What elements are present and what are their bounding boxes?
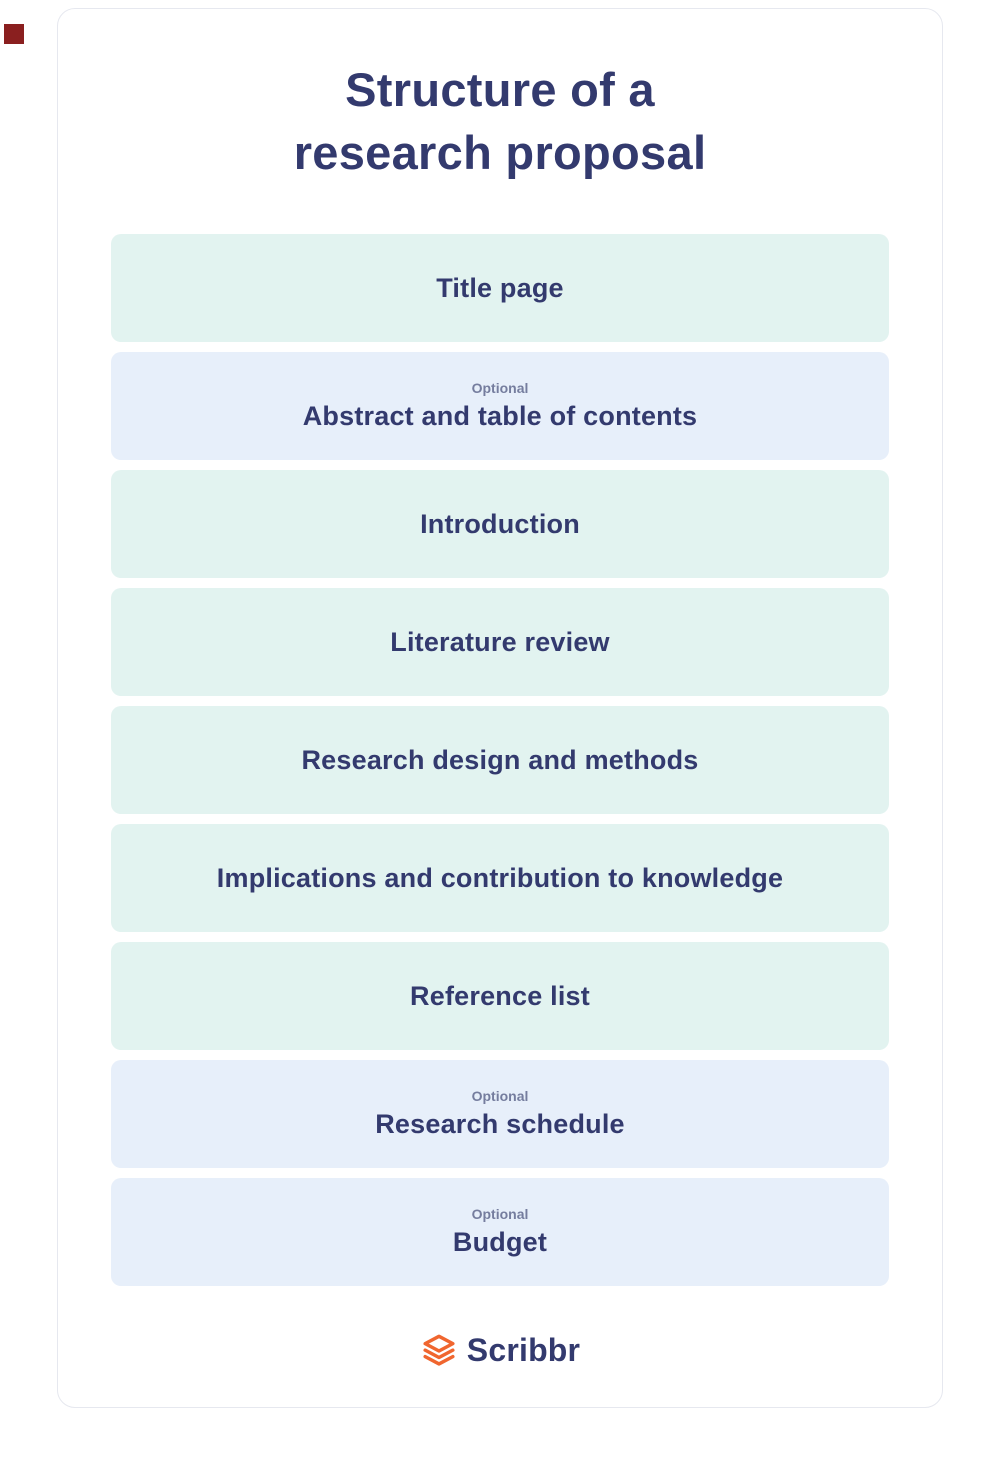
section-list: Title page Optional Abstract and table o…	[111, 234, 889, 1286]
section-research-schedule: Optional Research schedule	[111, 1060, 889, 1168]
section-reference-list: Reference list	[111, 942, 889, 1050]
section-literature-review: Literature review	[111, 588, 889, 696]
section-label: Research design and methods	[301, 744, 699, 775]
footer-brand: Scribbr	[58, 1332, 942, 1369]
section-label: Literature review	[390, 626, 610, 657]
section-title-page: Title page	[111, 234, 889, 342]
section-label: Budget	[452, 1227, 548, 1257]
section-introduction: Introduction	[111, 470, 889, 578]
scribbr-logo-icon	[420, 1333, 458, 1369]
infographic-card: Structure of a research proposal Title p…	[57, 8, 943, 1408]
section-label: Reference list	[410, 980, 590, 1011]
page-title-line2: research proposal	[293, 125, 707, 179]
section-implications: Implications and contribution to knowled…	[111, 824, 889, 932]
section-abstract-toc: Optional Abstract and table of contents	[111, 352, 889, 460]
corner-mark	[4, 24, 24, 44]
section-label: Research schedule	[375, 1109, 625, 1139]
section-research-design: Research design and methods	[111, 706, 889, 814]
section-label: Implications and contribution to knowled…	[216, 862, 784, 893]
optional-tag: Optional	[471, 1206, 529, 1222]
page-title: Structure of a research proposal	[58, 59, 942, 184]
optional-tag: Optional	[471, 380, 529, 396]
brand-name: Scribbr	[466, 1332, 581, 1368]
section-label: Abstract and table of contents	[302, 401, 698, 431]
page-title-line1: Structure of a	[345, 63, 655, 116]
optional-tag: Optional	[471, 1088, 529, 1104]
section-label: Introduction	[420, 508, 580, 539]
section-budget: Optional Budget	[111, 1178, 889, 1286]
section-label: Title page	[436, 272, 564, 303]
